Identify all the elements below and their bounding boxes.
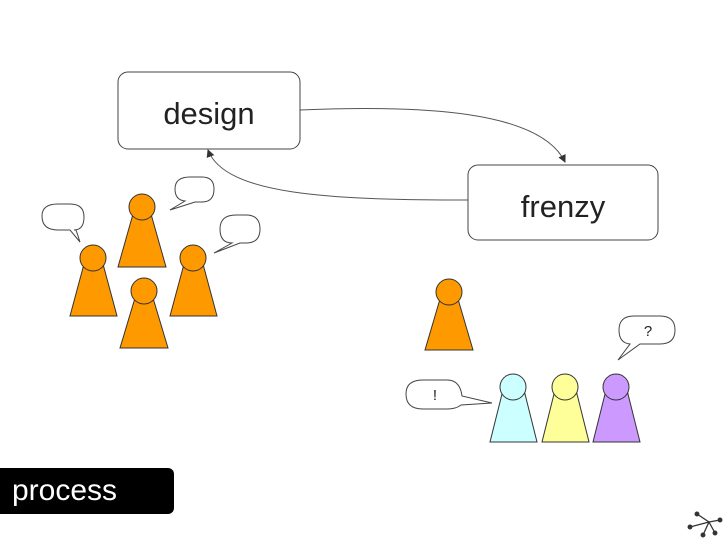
speech-bubble-empty	[169, 176, 215, 211]
person-purple	[592, 373, 641, 443]
node-frenzy-label: frenzy	[521, 189, 606, 224]
node-design-label: design	[163, 96, 254, 131]
network-graph-icon	[687, 511, 723, 538]
speech-bubble-question: ?	[617, 315, 676, 361]
person-orange	[169, 244, 218, 317]
speech-bubble-exclaim: !	[405, 379, 493, 410]
bubble-question-text: ?	[644, 323, 652, 340]
person-orange	[69, 244, 118, 317]
arrow-frenzy-to-design	[206, 149, 469, 201]
node-design: design	[117, 71, 301, 150]
person-cyan	[489, 373, 538, 443]
section-label: process	[0, 468, 174, 514]
arrow-design-to-frenzy	[299, 108, 566, 163]
person-orange	[117, 193, 167, 268]
person-orange	[119, 277, 169, 349]
person-yellow	[541, 373, 590, 443]
speech-bubble-empty	[41, 203, 85, 243]
speech-bubble-empty	[213, 214, 261, 254]
bubble-exclaim-text: !	[433, 387, 437, 404]
person-orange	[424, 278, 474, 351]
node-frenzy: frenzy	[467, 164, 659, 241]
